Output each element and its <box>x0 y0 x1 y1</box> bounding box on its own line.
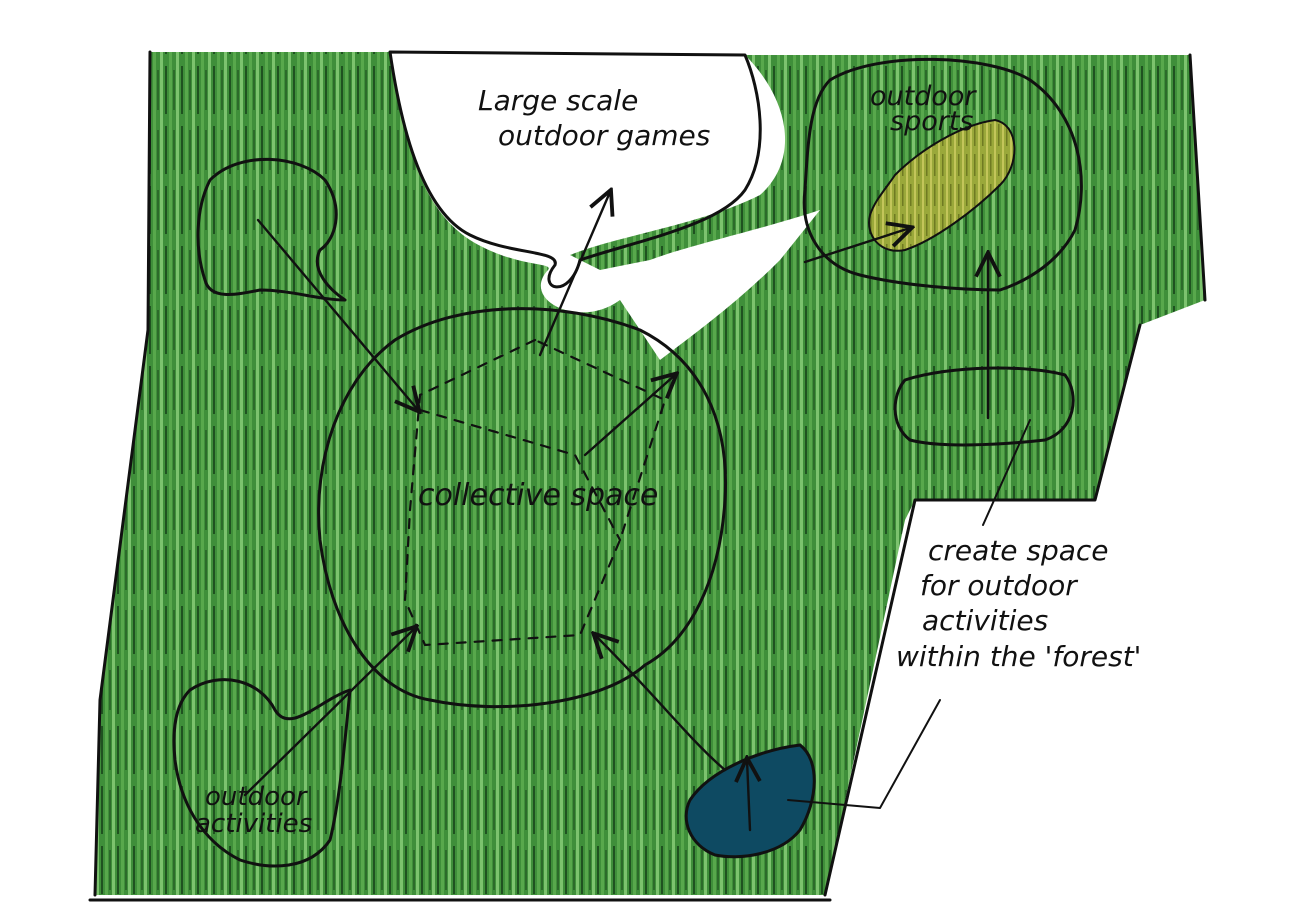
arrow-center-to-right <box>583 375 675 457</box>
collective-space-label: collective space <box>418 478 658 513</box>
arrow-pond-to-center <box>595 635 727 772</box>
large-scale-label-line1: Large scale <box>478 84 638 117</box>
leader-line-create-space-top <box>982 419 1031 526</box>
dashed-polygon-inner <box>418 408 622 542</box>
sports-field <box>868 118 1016 252</box>
right-small-clearing <box>893 366 1075 447</box>
collective-space-clearing <box>317 307 728 709</box>
outdoor-sports-clearing <box>802 57 1083 292</box>
activities-label-line1: outdoor <box>205 782 309 812</box>
arrow-to-large-games <box>538 192 610 357</box>
forest-area <box>95 52 1205 895</box>
large-scale-label-line2: outdoor games <box>498 119 710 152</box>
activities-label-line2: activities <box>195 809 312 839</box>
leader-line-create-space <box>787 699 941 809</box>
create-space-label-line3: activities <box>922 604 1048 637</box>
create-space-label-line4: within the 'forest' <box>896 640 1141 673</box>
arrow-activities-to-center <box>243 628 415 797</box>
arrow-to-sports-field <box>803 228 910 264</box>
create-space-label-line2: for outdoor <box>920 569 1078 602</box>
site-border <box>88 50 1207 902</box>
outdoor-activities-clearing <box>172 678 352 868</box>
arrow-top-left-to-center <box>256 218 418 410</box>
top-opening-clearing <box>388 50 762 289</box>
sports-label-line1: outdoor <box>870 81 977 112</box>
dashed-polygon-outer <box>403 338 667 647</box>
create-space-label-line1: create space <box>928 534 1109 567</box>
arrow-into-pond <box>747 760 750 832</box>
top-left-clearing <box>196 157 347 302</box>
sports-label-line2: sports <box>890 106 973 137</box>
